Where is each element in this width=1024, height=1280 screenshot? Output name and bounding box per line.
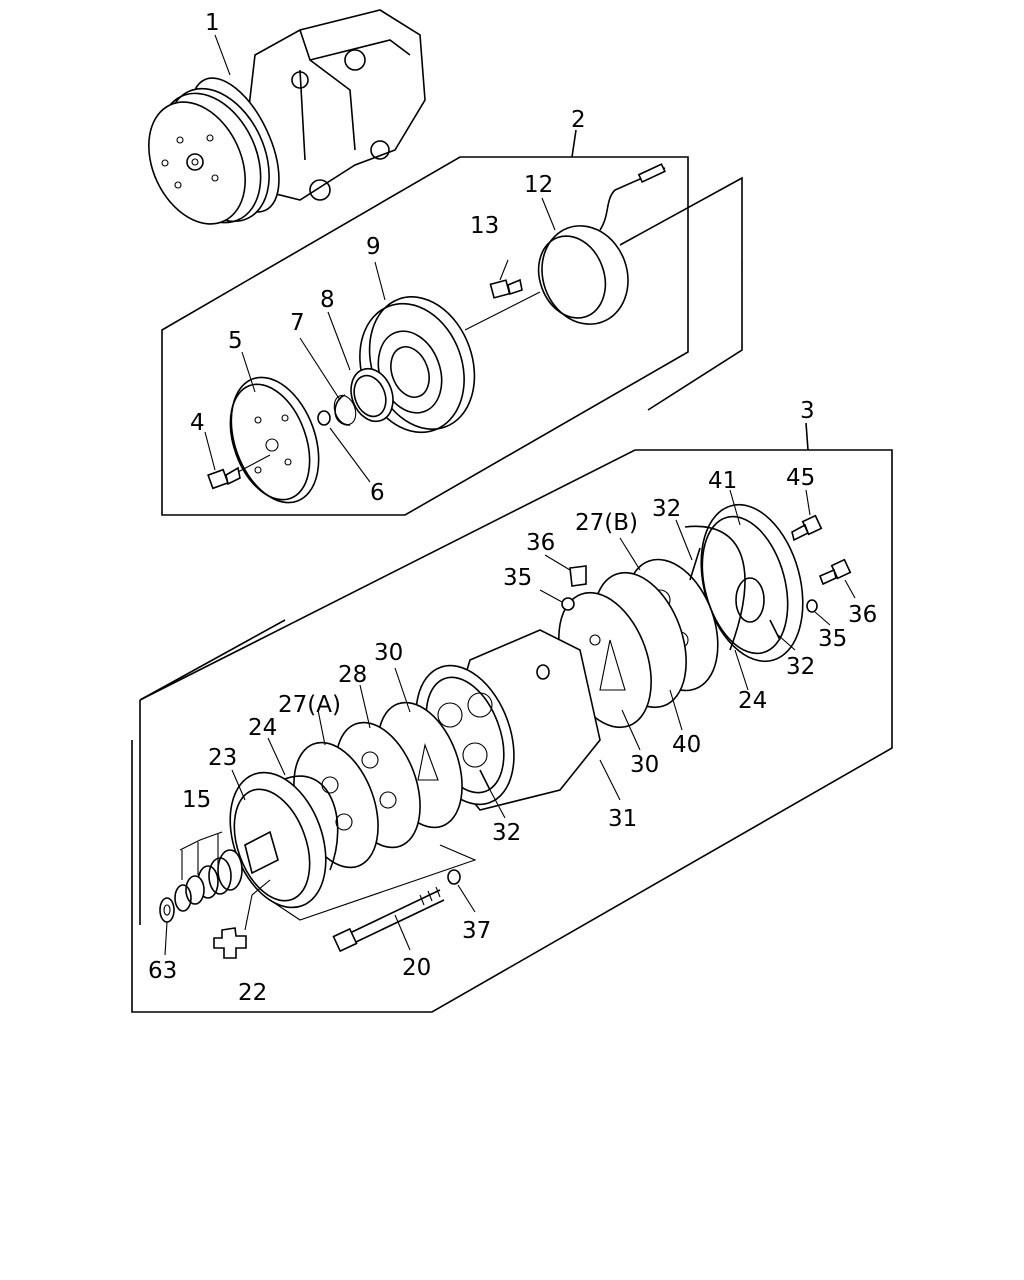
plug-22 bbox=[213, 879, 271, 959]
bearing-ring bbox=[350, 367, 394, 423]
shaft-seal bbox=[185, 849, 243, 905]
o-ring-left bbox=[281, 775, 339, 871]
callout-20: 20 bbox=[402, 955, 431, 981]
o-ring-right bbox=[684, 525, 746, 651]
callout-45: 45 bbox=[786, 465, 815, 491]
bolt-45 bbox=[791, 514, 823, 542]
callout-36-right: 36 bbox=[848, 602, 877, 628]
callout-63: 63 bbox=[148, 958, 177, 984]
group-3-bracket bbox=[131, 422, 893, 1013]
callout-27a: 27(A) bbox=[278, 692, 341, 718]
armature-plate bbox=[229, 376, 320, 504]
callout-2: 2 bbox=[571, 107, 586, 133]
callout-31: 31 bbox=[608, 806, 637, 832]
callout-12: 12 bbox=[524, 172, 553, 198]
callout-32-right: 32 bbox=[786, 654, 815, 680]
callout-3: 3 bbox=[800, 398, 815, 424]
callout-15-bracket bbox=[179, 831, 223, 851]
compressor-assembly bbox=[148, 9, 426, 225]
callout-1: 1 bbox=[205, 10, 220, 36]
callout-24-left: 24 bbox=[248, 715, 277, 741]
callout-13: 13 bbox=[470, 213, 499, 239]
callout-6: 6 bbox=[370, 480, 385, 506]
rear-head bbox=[700, 503, 804, 663]
washer-37 bbox=[447, 869, 461, 885]
through-bolt bbox=[269, 844, 477, 953]
callout-9: 9 bbox=[366, 234, 381, 260]
callout-15: 15 bbox=[182, 787, 211, 813]
callout-36-left: 36 bbox=[526, 530, 555, 556]
callout-41: 41 bbox=[708, 468, 737, 494]
callout-24-right: 24 bbox=[738, 688, 767, 714]
bolt-4 bbox=[207, 454, 271, 490]
callout-27b: 27(B) bbox=[575, 510, 638, 536]
snap-ring-63 bbox=[159, 884, 192, 923]
snap-ring bbox=[333, 394, 357, 426]
bolt-36-right bbox=[818, 558, 852, 586]
washer-35-right bbox=[806, 599, 818, 613]
callout-4: 4 bbox=[190, 410, 205, 436]
callout-35-right: 35 bbox=[818, 626, 847, 652]
pulley bbox=[359, 291, 541, 434]
callout-37: 37 bbox=[462, 918, 491, 944]
callout-32-top: 32 bbox=[652, 496, 681, 522]
callout-23: 23 bbox=[208, 745, 237, 771]
callout-30-left: 30 bbox=[374, 640, 403, 666]
callout-22: 22 bbox=[238, 980, 267, 1006]
leader-lines bbox=[164, 197, 856, 956]
group-2-bracket bbox=[161, 129, 743, 516]
clutch-coil bbox=[537, 163, 666, 325]
callout-30-right: 30 bbox=[630, 752, 659, 778]
callout-28: 28 bbox=[338, 662, 367, 688]
shim-6 bbox=[317, 410, 331, 426]
callout-5: 5 bbox=[228, 328, 243, 354]
callout-8: 8 bbox=[320, 287, 335, 313]
callout-7: 7 bbox=[290, 310, 305, 336]
callout-32-mid: 32 bbox=[492, 820, 521, 846]
bolt-13 bbox=[489, 259, 523, 299]
callout-35-left: 35 bbox=[503, 565, 532, 591]
dowel-32-mid bbox=[479, 769, 491, 791]
dowel-32-right bbox=[769, 619, 781, 641]
dowel-32-rear bbox=[689, 547, 701, 581]
callout-40: 40 bbox=[672, 732, 701, 758]
callout-labels: 1 2 3 4 5 6 7 8 9 12 13 15 20 22 23 24 2… bbox=[148, 10, 877, 1006]
